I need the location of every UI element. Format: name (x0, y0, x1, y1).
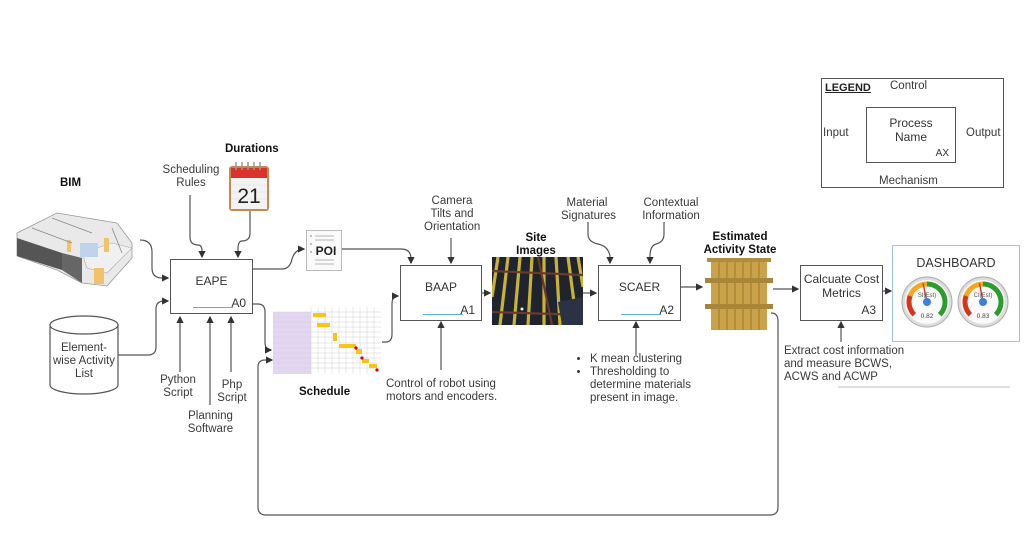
activity-list-label: Element-wise Activity List (53, 342, 115, 380)
process-scaer-underline (621, 314, 661, 315)
process-scaer-code: A2 (659, 303, 674, 317)
process-cost-metrics[interactable]: Calcuate Cost Metrics A3 (800, 265, 883, 321)
wire-eape-poi (252, 245, 306, 270)
wire-eape-schedule (252, 303, 273, 354)
scaer-mechanism-item: Thresholding to determine materials pres… (590, 366, 710, 405)
gauge: SI(Est) 0.82 (901, 276, 953, 328)
legend-process-name: Process Name (889, 116, 933, 144)
process-eape-code: A0 (231, 296, 246, 310)
gauge-band-green (982, 281, 1004, 317)
gauge-band-red (962, 294, 973, 317)
scheduling-rules-text: Scheduling Rules (162, 164, 220, 189)
process-baap-code: A1 (460, 303, 475, 317)
process-baap-underline (423, 314, 463, 315)
formwork-image (705, 258, 773, 330)
site-images-label: Site Images (516, 232, 556, 257)
gauge-band-orange (907, 281, 928, 297)
process-baap-name: BAAP (424, 280, 457, 294)
php-script-label: Php Script (217, 379, 247, 404)
durations-label: Durations (225, 143, 279, 155)
legend-output-label: Output (966, 127, 1001, 139)
schedule-gantt-icon (273, 307, 381, 374)
scaer-mechanism-list: K mean clustering Thresholding to determ… (576, 353, 710, 405)
legend-input-label: Input (823, 127, 849, 139)
wire-schedule-baap (382, 292, 400, 343)
camera-tilts-label: Camera Tilts and Orientation (424, 195, 481, 233)
process-scaer[interactable]: SCAER A2 (598, 265, 681, 321)
site-image-photo (492, 257, 583, 325)
wire-feedback-loop (257, 312, 779, 516)
wire-durations-eape (234, 211, 251, 259)
process-scaer-name: SCAER (618, 280, 661, 294)
legend-mechanism-label: Mechanism (879, 175, 938, 187)
wire-list-eape (118, 297, 170, 356)
gauge-band-red (906, 294, 917, 317)
bim-building-icon (16, 212, 133, 287)
gauge-value: 0.82 (921, 313, 934, 320)
python-script-label: Python Script (160, 374, 196, 399)
contextual-info-label: Contextual Information (640, 197, 702, 223)
gauge-label: CI(Est) (974, 293, 993, 299)
contextual-info-text: Contextual Information (642, 197, 700, 222)
legend-title: LEGEND (825, 82, 871, 94)
dashboard-title: DASHBOARD (916, 256, 996, 270)
cost-extract-label: Extract cost information and measure BCW… (784, 345, 905, 383)
robot-control-label: Control of robot using motors and encode… (386, 378, 498, 403)
process-cost-code: A3 (861, 303, 876, 317)
gauge-hub (923, 298, 931, 306)
gauge-band-green (926, 281, 948, 317)
wire-material-scaer (587, 222, 614, 265)
gauge-hub (979, 298, 987, 306)
process-eape-name: EAPE (195, 274, 228, 288)
legend-control-label: Control (890, 80, 928, 92)
wire-rules-eape (189, 195, 206, 259)
wire-poi-baap (341, 248, 415, 265)
poi-label: POI (316, 244, 337, 258)
legend-process-code: AX (935, 148, 949, 159)
wire-bim-eape (139, 239, 170, 282)
planning-software-label: Planning Software (187, 410, 234, 435)
poi-document-icon: POI (306, 230, 342, 271)
bim-label: BIM (60, 177, 82, 189)
process-eape-underline (193, 307, 233, 308)
material-signatures-label: Material Signatures (561, 197, 616, 223)
gauge-label: SI(Est) (918, 293, 936, 299)
process-cost-name: Calcuate Cost Metrics (803, 272, 880, 300)
process-baap[interactable]: BAAP A1 (400, 265, 482, 321)
dashboard-gauges: SI(Est) 0.82 CI(Est) 0.83 (901, 276, 1009, 328)
process-eape[interactable]: EAPE A0 (170, 259, 253, 314)
calendar-day: 21 (237, 185, 260, 208)
scaer-mechanism-item: K mean clustering (590, 353, 710, 366)
gauge-band-orange (963, 281, 984, 297)
estimated-state-label: Estimated Activity State (703, 231, 777, 256)
gauge: CI(Est) 0.83 (957, 276, 1009, 328)
material-signatures-text: Material Signatures (561, 197, 616, 222)
calendar-icon: 21 (229, 162, 269, 211)
scheduling-rules-label: Scheduling Rules (160, 164, 222, 190)
wire-context-scaer (646, 222, 665, 265)
gauge-value: 0.83 (977, 313, 990, 320)
schedule-label: Schedule (299, 386, 351, 398)
activity-list-database-icon (49, 315, 119, 395)
legend-process-box: Process Name AX (866, 107, 956, 163)
